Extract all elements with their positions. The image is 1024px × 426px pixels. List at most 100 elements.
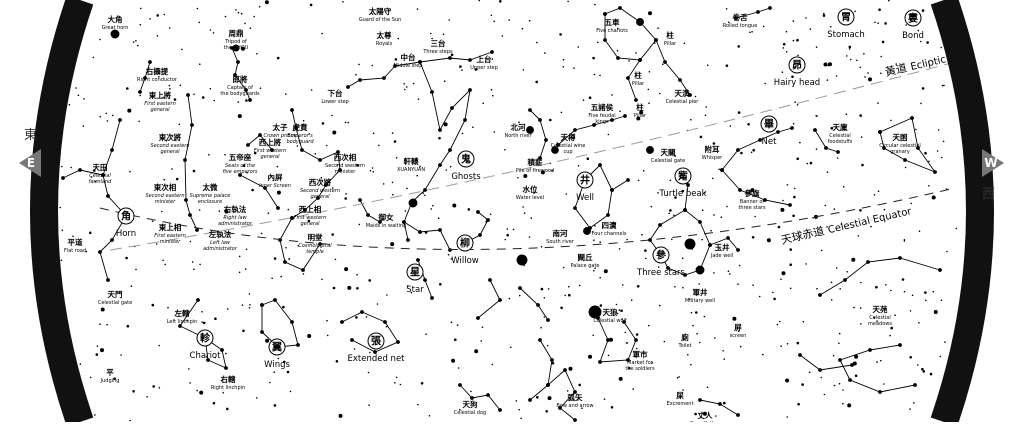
star [99, 116, 102, 118]
asterism-star [188, 213, 192, 217]
asterism-star [260, 330, 264, 334]
asterism-zh: 右攝提 [145, 66, 169, 76]
star [626, 238, 628, 241]
star [782, 47, 785, 49]
star [766, 238, 771, 243]
asterism-star [818, 293, 822, 297]
asterism-en: Cosmological [298, 243, 332, 249]
rotate-west-button[interactable]: W [978, 149, 1004, 177]
mansion-name: Horn [116, 229, 136, 239]
star [112, 114, 114, 117]
star [592, 334, 594, 337]
star [789, 248, 792, 251]
star [371, 64, 374, 67]
asterism-star [316, 196, 320, 200]
star [796, 38, 799, 42]
bright-star [110, 29, 120, 39]
mansion-glyph: 角 [121, 210, 131, 223]
star [616, 49, 619, 52]
star [334, 258, 337, 261]
asterism-zh: 東上將 [149, 90, 172, 100]
star [77, 384, 80, 387]
asterism-star [438, 128, 442, 132]
star [645, 257, 647, 260]
star [723, 358, 725, 360]
star [599, 304, 603, 307]
star [508, 19, 511, 21]
asterism-star [468, 88, 472, 92]
star [786, 416, 788, 418]
star [699, 135, 703, 139]
star [883, 208, 886, 211]
star [890, 289, 892, 292]
asterism-star [196, 298, 200, 302]
star [212, 401, 216, 405]
star [174, 139, 177, 141]
star [410, 291, 413, 294]
star [669, 209, 672, 212]
star [288, 258, 291, 260]
asterism-star [470, 396, 474, 400]
asterism-en: Pillar [632, 81, 645, 87]
star [842, 389, 844, 391]
star [251, 188, 254, 192]
asterism-star [324, 183, 328, 187]
asterism-star [183, 158, 187, 162]
asterism-zh: 西上將 [259, 137, 282, 147]
star [547, 288, 550, 290]
asterism-star [498, 298, 502, 302]
asterism-star [903, 158, 907, 162]
arrow-right-icon [982, 149, 1004, 177]
star [287, 208, 290, 211]
star [447, 253, 450, 256]
asterism-star [848, 378, 852, 382]
asterism-zh: 天樽 [561, 132, 576, 142]
star [269, 381, 271, 384]
star [696, 293, 698, 296]
star [326, 334, 329, 337]
asterism-star [616, 56, 620, 60]
star [218, 210, 221, 212]
star [158, 344, 160, 347]
star [456, 324, 459, 326]
asterism-zh: 明堂 [308, 232, 323, 242]
asterism-star [98, 250, 102, 254]
star [628, 60, 630, 62]
star [201, 96, 205, 99]
star [828, 62, 832, 67]
asterism-star [248, 98, 252, 102]
star [69, 401, 71, 403]
star [594, 225, 596, 227]
star [706, 64, 709, 66]
rotate-east-button[interactable]: E [19, 149, 45, 177]
asterism-star [592, 123, 596, 127]
asterism-star [138, 90, 142, 94]
star [393, 140, 397, 143]
star [624, 331, 627, 334]
asterism-en: Pillar [634, 113, 647, 119]
star [82, 125, 85, 127]
star [754, 215, 756, 218]
star [296, 145, 299, 147]
star [873, 316, 876, 319]
star [71, 403, 74, 407]
star [812, 216, 814, 219]
star [394, 382, 396, 384]
star [372, 132, 375, 135]
star [792, 20, 795, 22]
star [189, 382, 191, 384]
star [273, 404, 277, 407]
asterism-star [798, 353, 802, 357]
asterism-line [627, 59, 641, 101]
star [493, 131, 496, 133]
asterism-star [393, 64, 397, 68]
asterism-star [678, 78, 682, 82]
star [547, 396, 552, 401]
asterism-star [476, 316, 480, 320]
star [450, 321, 453, 324]
